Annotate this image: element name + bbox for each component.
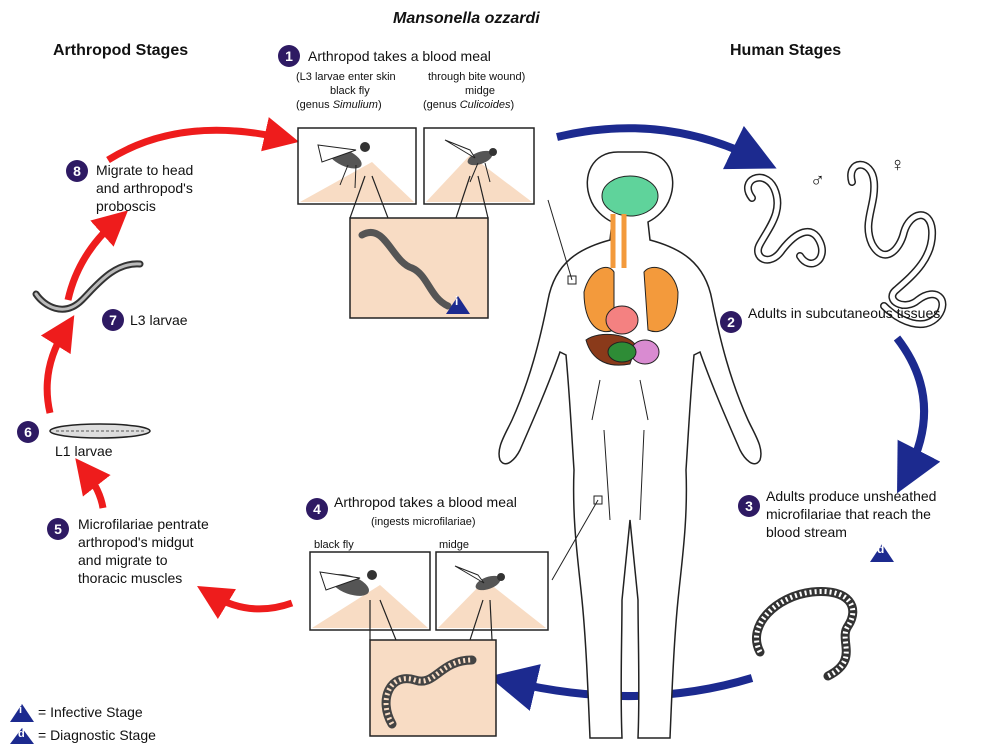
stage-8-number: 8 bbox=[66, 160, 88, 182]
stage-4-fly-name: black fly bbox=[314, 539, 354, 552]
stage-4-label: Arthropod takes a blood meal bbox=[334, 494, 517, 511]
l1-larva-icon bbox=[50, 424, 150, 438]
infective-badge-letter: i bbox=[455, 294, 458, 308]
legend-infective-letter: i bbox=[19, 704, 22, 716]
stage-1-label: Arthropod takes a blood meal bbox=[308, 48, 491, 65]
stage-7-label: L3 larvae bbox=[130, 312, 188, 329]
stage-2-number: 2 bbox=[720, 311, 742, 333]
stage-8-label-line2: and arthropod's bbox=[96, 180, 193, 197]
stage-8-label-line1: Migrate to head bbox=[96, 162, 193, 179]
stage-1-number: 1 bbox=[278, 45, 300, 67]
human-body-figure bbox=[499, 152, 761, 738]
stage-1-fly-genus: (genus Simulium) bbox=[296, 99, 382, 112]
stage-4-note: (ingests microfilariae) bbox=[371, 516, 476, 529]
arrow-1-to-2 bbox=[557, 128, 755, 158]
arrow-5-to-6 bbox=[86, 472, 103, 508]
stage-1-note-left: (L3 larvae enter skin bbox=[296, 71, 396, 84]
stage-2-label: Adults in subcutaneous tissues bbox=[748, 305, 940, 322]
stage4-fly-panels bbox=[310, 552, 548, 736]
arrow-4-to-5 bbox=[212, 595, 292, 609]
brain bbox=[602, 176, 658, 216]
stage-5-label-line1: Microfilariae pentrate bbox=[78, 516, 209, 533]
stage-3-label-line2: microfilariae that reach the bbox=[766, 506, 931, 523]
microfilaria-blood bbox=[756, 591, 852, 676]
stage-4-midge-name: midge bbox=[439, 539, 469, 552]
stage-3-number: 3 bbox=[738, 495, 760, 517]
stage-7-number: 7 bbox=[102, 309, 124, 331]
stage-3-label-line3: blood stream bbox=[766, 524, 847, 541]
arthropod-stages-heading: Arthropod Stages bbox=[53, 42, 188, 60]
stage-5-label-line4: thoracic muscles bbox=[78, 570, 182, 587]
stage-1-fly-name: black fly bbox=[330, 85, 370, 98]
legend-infective-text: = Infective Stage bbox=[38, 704, 143, 721]
diagram-title: Mansonella ozzardi bbox=[393, 10, 540, 28]
intestine bbox=[608, 342, 636, 362]
stage-1-note-right: through bite wound) bbox=[428, 71, 525, 84]
legend-diagnostic-letter: d bbox=[18, 728, 25, 740]
arrow-8-to-1 bbox=[108, 130, 282, 160]
stage-4-number: 4 bbox=[306, 498, 328, 520]
stage-5-label-line2: arthropod's midgut bbox=[78, 534, 194, 551]
adult-worms bbox=[748, 165, 943, 324]
stage-3-label-line1: Adults produce unsheathed bbox=[766, 488, 936, 505]
stage1-fly-panels bbox=[298, 128, 534, 318]
stage-1-midge-name: midge bbox=[465, 85, 495, 98]
arrow-2-to-3 bbox=[897, 338, 924, 472]
l3-larva-icon bbox=[36, 264, 140, 309]
stage-6-label: L1 larvae bbox=[55, 443, 113, 460]
arrow-3-to-4 bbox=[512, 678, 752, 696]
stage-6-number: 6 bbox=[17, 421, 39, 443]
stage-8-label-line3: proboscis bbox=[96, 198, 156, 215]
female-symbol: ♀ bbox=[890, 154, 905, 177]
arrow-6-to-7 bbox=[47, 330, 65, 413]
legend-diagnostic-text: = Diagnostic Stage bbox=[38, 727, 156, 744]
male-symbol: ♂ bbox=[810, 170, 825, 193]
human-stages-heading: Human Stages bbox=[730, 42, 841, 60]
stage-1-midge-genus: (genus Culicoides) bbox=[423, 99, 514, 112]
heart bbox=[606, 306, 638, 334]
stage-5-number: 5 bbox=[47, 518, 69, 540]
stage-5-label-line3: and migrate to bbox=[78, 552, 168, 569]
diagnostic-badge-letter: d bbox=[877, 542, 884, 556]
